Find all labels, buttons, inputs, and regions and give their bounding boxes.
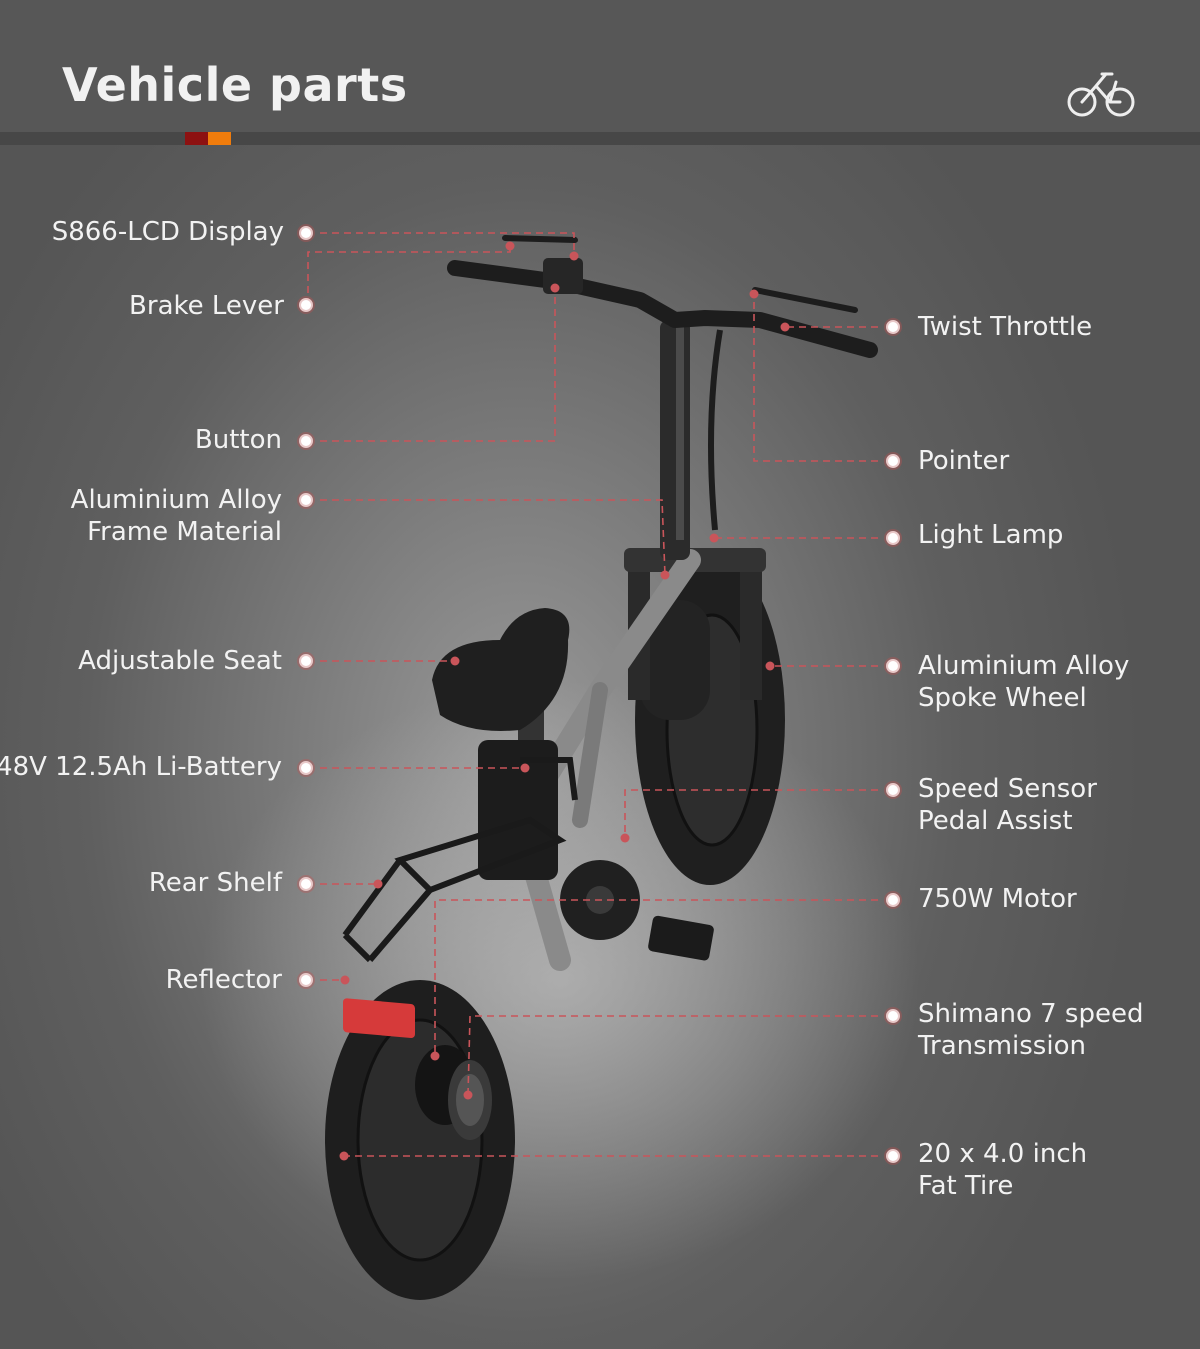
handlebar xyxy=(447,235,878,531)
leader-line-speed-sensor xyxy=(624,789,878,838)
marker-dot xyxy=(886,783,900,797)
marker-dot xyxy=(886,893,900,907)
label-reflector: Reflector xyxy=(165,965,282,995)
label-frame-material: Aluminium Alloy Frame Material xyxy=(70,485,282,547)
leader-line-display xyxy=(320,232,575,256)
label-pointer: Pointer xyxy=(918,446,1010,476)
label-adjustable-seat: Adjustable Seat xyxy=(78,646,282,676)
cassette xyxy=(448,1060,492,1140)
leader-line-pointer xyxy=(753,294,878,462)
leader-line-motor xyxy=(434,899,878,1056)
marker-dot xyxy=(886,531,900,545)
leader-line-transmission xyxy=(467,1015,878,1096)
leader-line-button xyxy=(320,288,556,442)
leader-lines xyxy=(307,232,878,1157)
marker-dot xyxy=(886,1149,900,1163)
accent-stripe-red xyxy=(185,132,208,145)
marker-dot xyxy=(299,877,313,891)
label-spoke-wheel: Aluminium Alloy Spoke Wheel xyxy=(918,651,1130,713)
label-lcd-display: S866-LCD Display xyxy=(51,217,284,247)
marker-dot xyxy=(299,298,313,312)
label-button: Button xyxy=(194,425,282,455)
marker-dot xyxy=(299,493,313,507)
label-light-lamp: Light Lamp xyxy=(918,520,1064,550)
marker-dot xyxy=(299,654,313,668)
label-motor: 750W Motor xyxy=(918,884,1077,914)
marker-dot xyxy=(886,454,900,468)
marker-dot xyxy=(299,226,313,240)
header-divider xyxy=(0,132,1200,145)
accent-stripe-orange xyxy=(208,132,231,145)
marker-dot xyxy=(299,434,313,448)
marker-dot xyxy=(299,761,313,775)
marker-dot xyxy=(886,320,900,334)
marker-dot xyxy=(886,659,900,673)
marker-dot xyxy=(886,1009,900,1023)
header xyxy=(0,0,1200,132)
leader-line-frame xyxy=(320,499,666,576)
rear-rack xyxy=(342,757,578,963)
label-twist-throttle: Twist Throttle xyxy=(918,312,1093,342)
label-brake-lever: Brake Lever xyxy=(129,291,284,321)
marker-dot xyxy=(299,973,313,987)
label-fat-tire: 20 x 4.0 inch Fat Tire xyxy=(918,1139,1088,1201)
label-transmission: Shimano 7 speed Transmission xyxy=(918,999,1144,1061)
label-battery: 48V 12.5Ah Li-Battery xyxy=(0,752,282,782)
label-speed-sensor: Speed Sensor Pedal Assist xyxy=(918,774,1097,836)
battery xyxy=(478,740,558,880)
reflector xyxy=(343,998,415,1038)
label-rear-shelf: Rear Shelf xyxy=(148,868,282,898)
bicycle-icon xyxy=(1067,72,1135,117)
page-title: Vehicle parts xyxy=(62,58,408,112)
leader-endpoints xyxy=(339,241,790,1161)
frame xyxy=(508,320,701,971)
